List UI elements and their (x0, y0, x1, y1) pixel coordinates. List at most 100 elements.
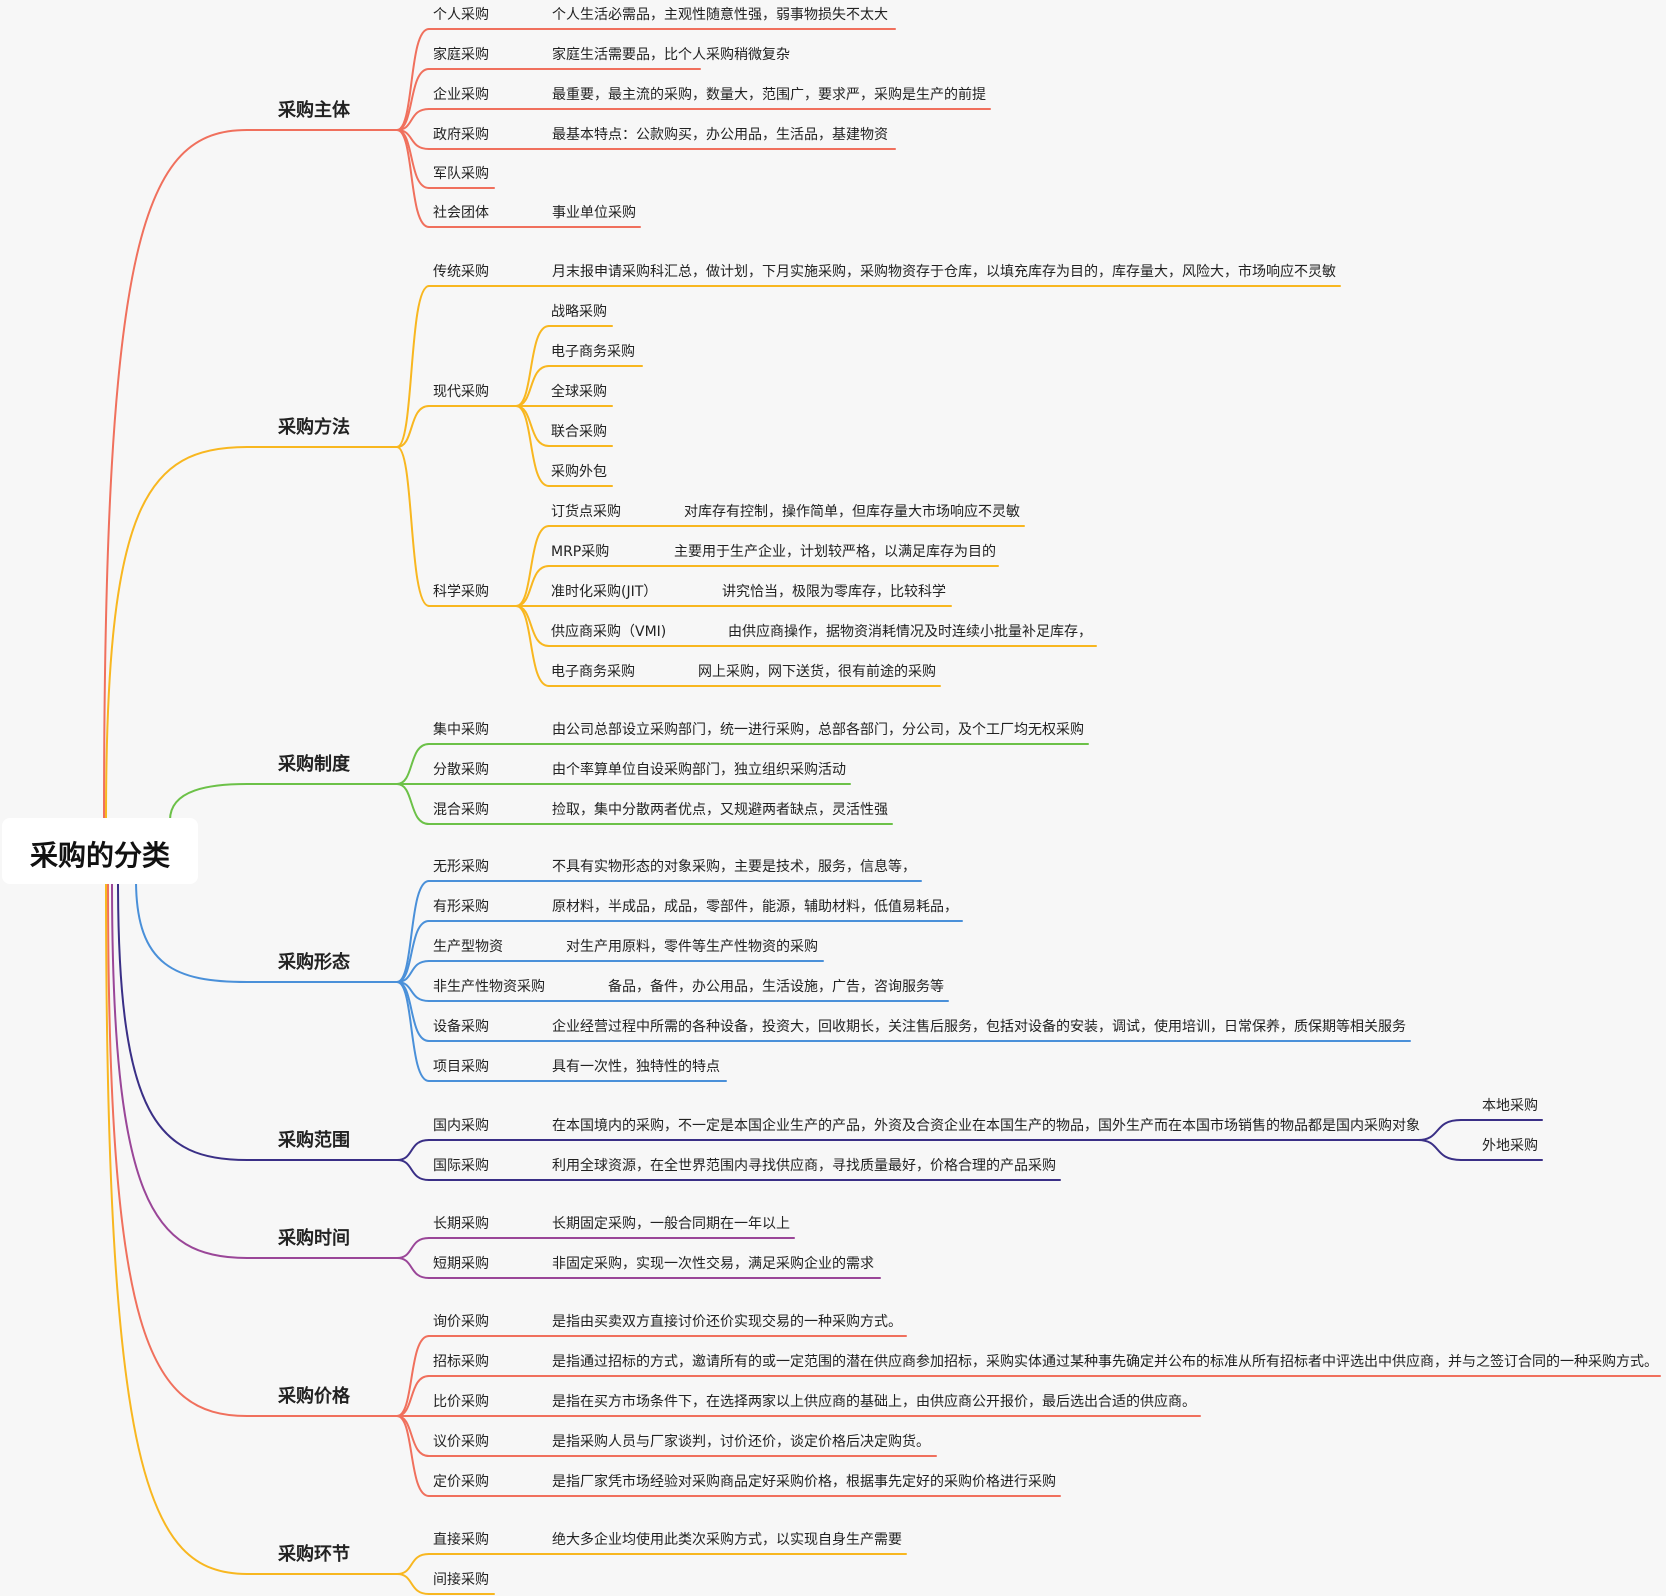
grandchild-label-4-0-0[interactable]: 本地采购 (1482, 1098, 1538, 1114)
grandchild-desc-1-2-0[interactable]: 对库存有控制，操作简单，但库存量大市场响应不灵敏 (684, 504, 1020, 520)
grandchild-desc-1-2-2[interactable]: 讲究恰当，极限为零库存，比较科学 (722, 584, 946, 600)
child-curve-3-0 (396, 880, 430, 983)
child-desc-6-0[interactable]: 是指由买卖双方直接讨价还价实现交易的一种采购方式。 (552, 1314, 902, 1330)
branch-curve-2 (169, 783, 248, 821)
child-desc-5-1[interactable]: 非固定采购，实现一次性交易，满足采购企业的需求 (552, 1256, 874, 1272)
child-label-1-1[interactable]: 现代采购 (433, 384, 489, 400)
child-desc-3-3[interactable]: 备品，备件，办公用品，生活设施，广告，咨询服务等 (608, 979, 944, 995)
grandchild-label-1-1-0[interactable]: 战略采购 (551, 304, 607, 320)
child-desc-3-1[interactable]: 原材料，半成品，成品，零部件，能源，辅助材料，低值易耗品， (552, 899, 958, 915)
grandchild-label-1-1-1[interactable]: 电子商务采购 (551, 344, 635, 360)
child-label-3-1[interactable]: 有形采购 (433, 899, 489, 915)
child-label-2-0[interactable]: 集中采购 (433, 722, 489, 738)
child-curve-1-0 (396, 285, 430, 448)
grandchild-label-1-1-4[interactable]: 采购外包 (551, 464, 607, 480)
grandchild-label-1-1-3[interactable]: 联合采购 (551, 424, 607, 440)
branch-label-7[interactable]: 采购环节 (278, 1544, 350, 1565)
child-desc-4-0[interactable]: 在本国境内的采购，不一定是本国企业生产的产品，外资及合资企业在本国生产的物品，国… (552, 1118, 1420, 1134)
child-label-0-4[interactable]: 军队采购 (433, 166, 489, 182)
child-label-0-0[interactable]: 个人采购 (433, 7, 489, 23)
branch-label-6[interactable]: 采购价格 (278, 1386, 350, 1407)
child-label-6-3[interactable]: 议价采购 (433, 1434, 489, 1450)
grandchild-label-1-2-2[interactable]: 准时化采购(JIT） (551, 584, 658, 600)
grandchild-curve-4-0-0 (1417, 1119, 1462, 1141)
branch-label-5[interactable]: 采购时间 (278, 1228, 350, 1249)
grandchild-label-4-0-1[interactable]: 外地采购 (1482, 1138, 1538, 1154)
grandchild-desc-1-2-3[interactable]: 由供应商操作，据物资消耗情况及时连续小批量补足库存， (728, 624, 1092, 640)
child-desc-2-2[interactable]: 捡取，集中分散两者优点，又规避两者缺点，灵活性强 (552, 802, 888, 818)
branch-label-2[interactable]: 采购制度 (278, 754, 350, 775)
root-node[interactable] (2, 818, 198, 884)
child-desc-3-5[interactable]: 具有一次性，独特性的特点 (552, 1059, 720, 1075)
child-desc-6-2[interactable]: 是指在买方市场条件下，在选择两家以上供应商的基础上，由供应商公开报价，最后选出合… (552, 1394, 1196, 1410)
grandchild-curve-1-2-1 (515, 565, 550, 607)
child-label-3-2[interactable]: 生产型物资 (433, 939, 503, 955)
child-desc-5-0[interactable]: 长期固定采购，一般合同期在一年以上 (552, 1216, 790, 1232)
child-label-7-1[interactable]: 间接采购 (433, 1572, 489, 1588)
root-label: 采购的分类 (30, 840, 171, 871)
child-label-6-1[interactable]: 招标采购 (433, 1354, 489, 1370)
child-label-2-2[interactable]: 混合采购 (433, 802, 489, 818)
child-label-7-0[interactable]: 直接采购 (433, 1532, 489, 1548)
branch-label-3[interactable]: 采购形态 (278, 952, 350, 973)
child-label-3-3[interactable]: 非生产性物资采购 (433, 979, 545, 995)
child-label-4-1[interactable]: 国际采购 (433, 1158, 489, 1174)
grandchild-curve-1-1-1 (515, 365, 550, 407)
child-desc-0-2[interactable]: 最重要，最主流的采购，数量大，范围广，要求严，采购是生产的前提 (552, 87, 986, 103)
child-label-3-0[interactable]: 无形采购 (433, 859, 489, 875)
grandchild-desc-1-2-1[interactable]: 主要用于生产企业，计划较严格，以满足库存为目的 (674, 544, 996, 560)
child-desc-7-0[interactable]: 绝大多企业均使用此类次采购方式，以实现自身生产需要 (552, 1532, 902, 1548)
child-curve-3-5 (396, 981, 430, 1082)
child-label-3-5[interactable]: 项目采购 (433, 1059, 489, 1075)
child-desc-2-1[interactable]: 由个率算单位自设采购部门，独立组织采购活动 (552, 762, 846, 778)
branch-label-0[interactable]: 采购主体 (278, 100, 350, 121)
grandchild-curve-1-1-3 (515, 405, 550, 447)
child-desc-6-4[interactable]: 是指厂家凭市场经验对采购商品定好采购价格，根据事先定好的采购价格进行采购 (552, 1474, 1056, 1490)
child-label-4-0[interactable]: 国内采购 (433, 1118, 489, 1134)
child-curve-6-3 (396, 1415, 430, 1457)
grandchild-desc-1-2-4[interactable]: 网上采购，网下送货，很有前途的采购 (698, 664, 936, 680)
grandchild-label-1-2-4[interactable]: 电子商务采购 (551, 664, 635, 680)
child-label-0-2[interactable]: 企业采购 (433, 87, 489, 103)
child-curve-5-0 (396, 1237, 430, 1259)
grandchild-label-1-2-1[interactable]: MRP采购 (551, 544, 610, 560)
child-curve-0-4 (396, 129, 430, 189)
child-desc-2-0[interactable]: 由公司总部设立采购部门，统一进行采购，总部各部门，分公司，及个工厂均无权采购 (552, 722, 1084, 738)
child-desc-0-3[interactable]: 最基本特点：公款购买，办公用品，生活品，基建物资 (552, 127, 888, 143)
branch-curve-6 (107, 879, 248, 1417)
child-desc-3-0[interactable]: 不具有实物形态的对象采购，主要是技术，服务，信息等， (552, 859, 916, 875)
child-label-6-4[interactable]: 定价采购 (433, 1474, 489, 1490)
grandchild-label-1-2-3[interactable]: 供应商采购（VMI) (551, 624, 667, 640)
child-curve-6-4 (396, 1415, 430, 1497)
branch-curve-5 (111, 879, 248, 1259)
child-label-0-1[interactable]: 家庭采购 (433, 47, 489, 63)
child-desc-0-5[interactable]: 事业单位采购 (552, 205, 636, 221)
grandchild-curve-4-0-1 (1417, 1139, 1462, 1161)
grandchild-curve-1-2-4 (515, 605, 550, 687)
child-label-6-2[interactable]: 比价采购 (433, 1394, 489, 1410)
child-label-6-0[interactable]: 询价采购 (433, 1314, 489, 1330)
branch-label-4[interactable]: 采购范围 (278, 1130, 350, 1151)
child-desc-1-0[interactable]: 月末报申请采购科汇总，做计划，下月实施采购，采购物资存于仓库，以填充库存为目的，… (552, 264, 1336, 280)
child-label-0-5[interactable]: 社会团体 (433, 205, 489, 221)
child-desc-3-2[interactable]: 对生产用原料，零件等生产性物资的采购 (566, 939, 818, 955)
child-desc-4-1[interactable]: 利用全球资源，在全世界范围内寻找供应商，寻找质量最好，价格合理的产品采购 (552, 1158, 1056, 1174)
grandchild-label-1-1-2[interactable]: 全球采购 (551, 384, 607, 400)
grandchild-label-1-2-0[interactable]: 订货点采购 (551, 504, 621, 520)
child-desc-0-1[interactable]: 家庭生活需要品，比个人采购稍微复杂 (552, 47, 790, 63)
child-label-0-3[interactable]: 政府采购 (433, 127, 489, 143)
child-label-2-1[interactable]: 分散采购 (433, 762, 489, 778)
child-label-5-1[interactable]: 短期采购 (433, 1256, 489, 1272)
child-label-1-2[interactable]: 科学采购 (433, 584, 489, 600)
child-label-3-4[interactable]: 设备采购 (433, 1019, 489, 1035)
branch-curve-0 (103, 129, 248, 821)
child-desc-3-4[interactable]: 企业经营过程中所需的各种设备，投资大，回收期长，关注售后服务，包括对设备的安装，… (552, 1019, 1406, 1035)
child-desc-0-0[interactable]: 个人生活必需品，主观性随意性强，弱事物损失不太大 (552, 7, 888, 23)
branch-label-1[interactable]: 采购方法 (278, 417, 350, 438)
child-label-5-0[interactable]: 长期采购 (433, 1216, 489, 1232)
child-label-1-0[interactable]: 传统采购 (433, 264, 489, 280)
child-desc-6-1[interactable]: 是指通过招标的方式，邀请所有的或一定范围的潜在供应商参加招标，采购实体通过某种事… (552, 1354, 1658, 1370)
child-desc-6-3[interactable]: 是指采购人员与厂家谈判，讨价还价，谈定价格后决定购货。 (552, 1434, 930, 1450)
branch-curve-1 (105, 446, 248, 821)
child-curve-3-1 (396, 920, 430, 983)
